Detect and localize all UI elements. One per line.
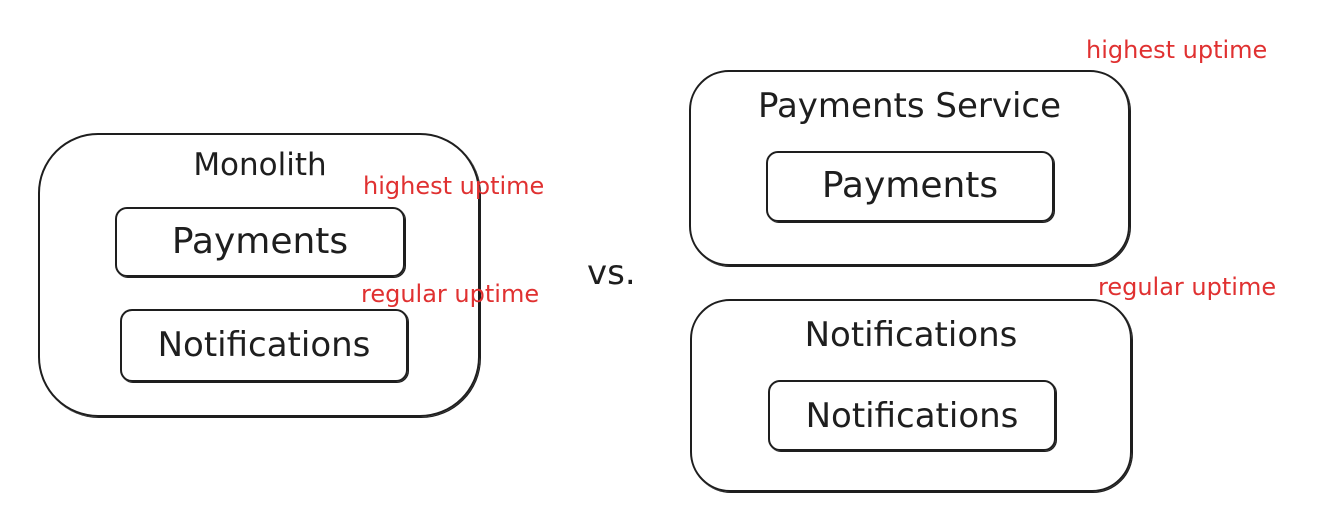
monolith-notifications-uptime-note: regular uptime: [361, 280, 540, 308]
payments-service-module-label: Payments: [821, 165, 999, 206]
notifications-service-title: Notifications: [804, 315, 1018, 355]
monolith-notifications-module: [120, 309, 408, 382]
payments-service-title: Payments Service: [757, 86, 1062, 126]
payments-service-box: [689, 70, 1130, 266]
monolith-notifications-label: Notifications: [157, 325, 371, 365]
notifications-service-uptime-note: regular uptime: [1098, 273, 1277, 301]
monolith-payments-module: [115, 207, 405, 277]
comparison-label: vs.: [587, 253, 636, 293]
notifications-service-box: [690, 299, 1132, 492]
payments-service-uptime-note: highest uptime: [1086, 36, 1268, 64]
payments-service-module: [766, 151, 1054, 222]
notifications-service-module-label: Notifications: [805, 396, 1019, 436]
monolith-payments-uptime-note: highest uptime: [363, 172, 545, 200]
notifications-service-module: [768, 380, 1056, 451]
monolith-box: [38, 133, 480, 417]
monolith-payments-label: Payments: [171, 221, 349, 262]
monolith-title: Monolith: [193, 147, 327, 183]
